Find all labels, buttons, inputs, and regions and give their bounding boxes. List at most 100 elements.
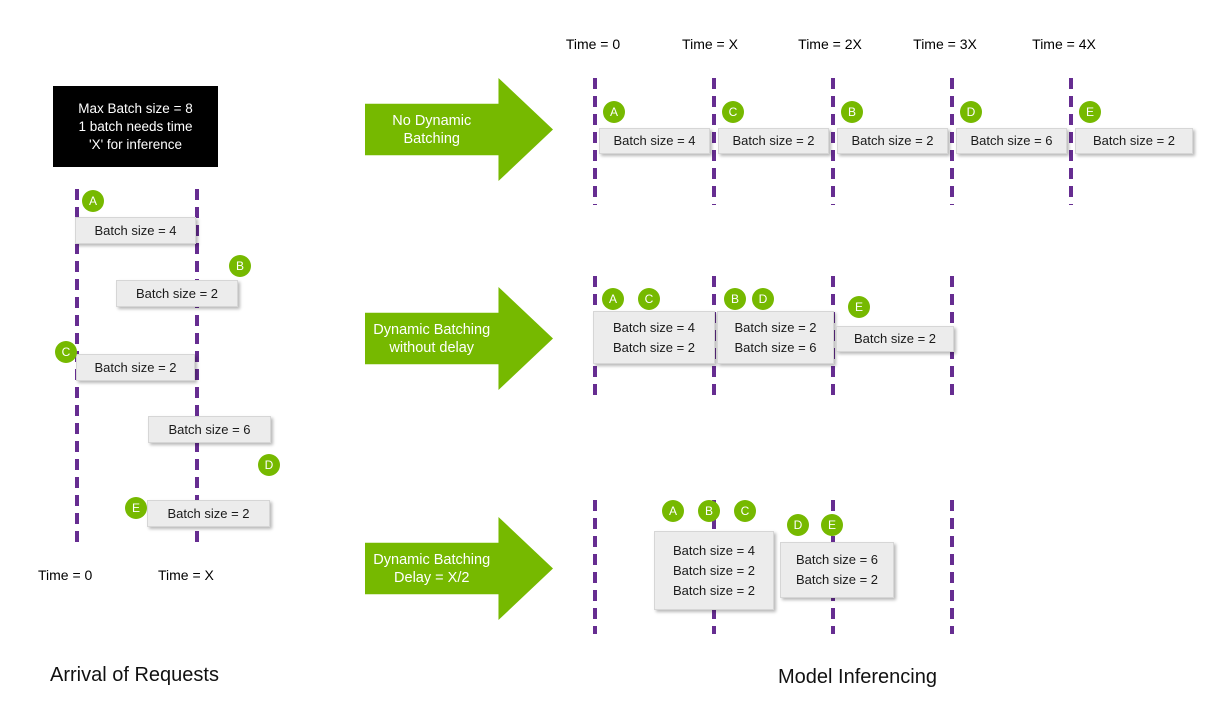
max-batch-info-box: Max Batch size = 8 1 batch needs time 'X… (53, 86, 218, 167)
right-panel-title: Model Inferencing (778, 666, 937, 688)
row3-badge-d: D (787, 514, 809, 536)
badge-letter: C (740, 504, 750, 518)
badge-letter: A (608, 292, 617, 306)
arrow-label: Dynamic Batching without delay (365, 313, 498, 365)
badge-letter: C (61, 345, 71, 359)
arrow-label-line2: without delay (389, 339, 475, 356)
row2-batch-box-3: Batch size = 2 (836, 326, 954, 352)
batch-size-label: Batch size = 2 (672, 562, 756, 578)
batch-size-label: Batch size = 6 (734, 339, 817, 355)
batch-size-label: Batch size = 2 (851, 133, 934, 148)
batch-size-label: Batch size = 2 (167, 505, 250, 521)
badge-letter: A (88, 194, 97, 208)
row2-batch-box-1: Batch size = 4 Batch size = 2 (593, 311, 715, 364)
left-timeline-line-tx (195, 189, 199, 548)
row2-badge-d: D (752, 288, 774, 310)
batch-size-label: Batch size = 6 (795, 552, 879, 567)
request-box-a: Batch size = 4 (75, 217, 196, 244)
row1-timeline-line-2x (831, 78, 835, 205)
left-time-label-0: Time = 0 (38, 567, 93, 583)
row3-timeline-line-3x (950, 500, 954, 634)
badge-letter: B (704, 504, 713, 518)
request-badge-e: E (125, 497, 147, 519)
info-line-2: 1 batch needs time (78, 118, 193, 134)
row1-batch-box-3: Batch size = 2 (837, 128, 948, 154)
batch-size-label: Batch size = 6 (168, 421, 251, 437)
request-box-d: Batch size = 6 (148, 416, 271, 443)
batch-size-label: Batch size = 4 (612, 319, 696, 335)
badge-letter: A (668, 504, 677, 518)
row1-badge-d: D (960, 101, 982, 123)
time-label-x: Time = X (682, 36, 738, 52)
row1-badge-a: A (603, 101, 625, 123)
arrow-no-dynamic-batching: No Dynamic Batching (365, 78, 553, 181)
badge-letter: E (854, 300, 863, 314)
row1-batch-box-2: Batch size = 2 (718, 128, 829, 154)
row3-badge-b: B (698, 500, 720, 522)
row2-badge-c: C (638, 288, 660, 310)
request-box-b: Batch size = 2 (116, 280, 238, 307)
request-badge-b: B (229, 255, 251, 277)
time-label-3x: Time = 3X (913, 36, 977, 52)
badge-letter: B (235, 259, 244, 273)
row2-badge-a: A (602, 288, 624, 310)
arrow-dynamic-batching-no-delay: Dynamic Batching without delay (365, 287, 553, 390)
row3-batch-box-2: Batch size = 6 Batch size = 2 (780, 542, 894, 598)
arrow-dynamic-batching-delay: Dynamic Batching Delay = X/2 (365, 517, 553, 620)
row1-batch-box-4: Batch size = 6 (956, 128, 1067, 154)
batch-size-label: Batch size = 4 (94, 222, 177, 238)
badge-letter: E (827, 518, 836, 532)
left-time-label-x: Time = X (158, 567, 214, 583)
badge-letter: A (609, 105, 618, 119)
request-box-c: Batch size = 2 (76, 354, 195, 381)
batch-size-label: Batch size = 2 (1092, 133, 1176, 148)
badge-letter: D (758, 292, 768, 306)
badge-letter: C (644, 292, 654, 306)
arrow-label-line2: Delay = X/2 (394, 569, 470, 586)
arrow-label-line2: Batching (403, 130, 460, 147)
arrow-label-line1: No Dynamic (392, 112, 472, 129)
time-label-0: Time = 0 (565, 36, 621, 52)
badge-letter: E (1085, 105, 1094, 119)
info-line-1: Max Batch size = 8 (78, 100, 193, 116)
row1-timeline-line-0 (593, 78, 597, 205)
row1-badge-c: C (722, 101, 744, 123)
badge-letter: C (728, 105, 738, 119)
batch-size-label: Batch size = 2 (612, 339, 696, 355)
request-badge-a: A (82, 190, 104, 212)
batch-size-label: Batch size = 4 (672, 542, 756, 558)
left-panel-title: Arrival of Requests (50, 664, 219, 686)
arrow-label-line1: Dynamic Batching (373, 551, 491, 568)
row3-timeline-line-0 (593, 500, 597, 634)
batch-size-label: Batch size = 4 (613, 133, 696, 148)
row3-batch-box-1: Batch size = 4 Batch size = 2 Batch size… (654, 531, 774, 610)
row1-timeline-line-x (712, 78, 716, 205)
row1-timeline-line-4x (1069, 78, 1073, 205)
row3-badge-a: A (662, 500, 684, 522)
batch-size-label: Batch size = 2 (853, 331, 937, 346)
row1-batch-box-1: Batch size = 4 (599, 128, 710, 154)
badge-letter: D (264, 458, 274, 472)
badge-letter: E (131, 501, 140, 515)
row1-batch-box-5: Batch size = 2 (1075, 128, 1193, 154)
request-badge-c: C (55, 341, 77, 363)
arrow-label: No Dynamic Batching (365, 104, 498, 156)
row1-badge-b: B (841, 101, 863, 123)
batch-size-label: Batch size = 6 (970, 133, 1053, 148)
row3-badge-e: E (821, 514, 843, 536)
badge-letter: D (966, 105, 976, 119)
row2-badge-e: E (848, 296, 870, 318)
badge-letter: B (730, 292, 739, 306)
info-line-3: 'X' for inference (89, 136, 182, 152)
row2-batch-box-2: Batch size = 2 Batch size = 6 (717, 311, 834, 364)
time-label-2x: Time = 2X (798, 36, 862, 52)
batch-size-label: Batch size = 2 (94, 359, 177, 375)
time-label-4x: Time = 4X (1032, 36, 1096, 52)
batch-size-label: Batch size = 2 (795, 572, 879, 587)
row3-badge-c: C (734, 500, 756, 522)
arrow-label-line1: Dynamic Batching (373, 321, 491, 338)
batch-size-label: Batch size = 2 (734, 319, 817, 335)
request-box-e: Batch size = 2 (147, 500, 270, 527)
row1-timeline-line-3x (950, 78, 954, 205)
